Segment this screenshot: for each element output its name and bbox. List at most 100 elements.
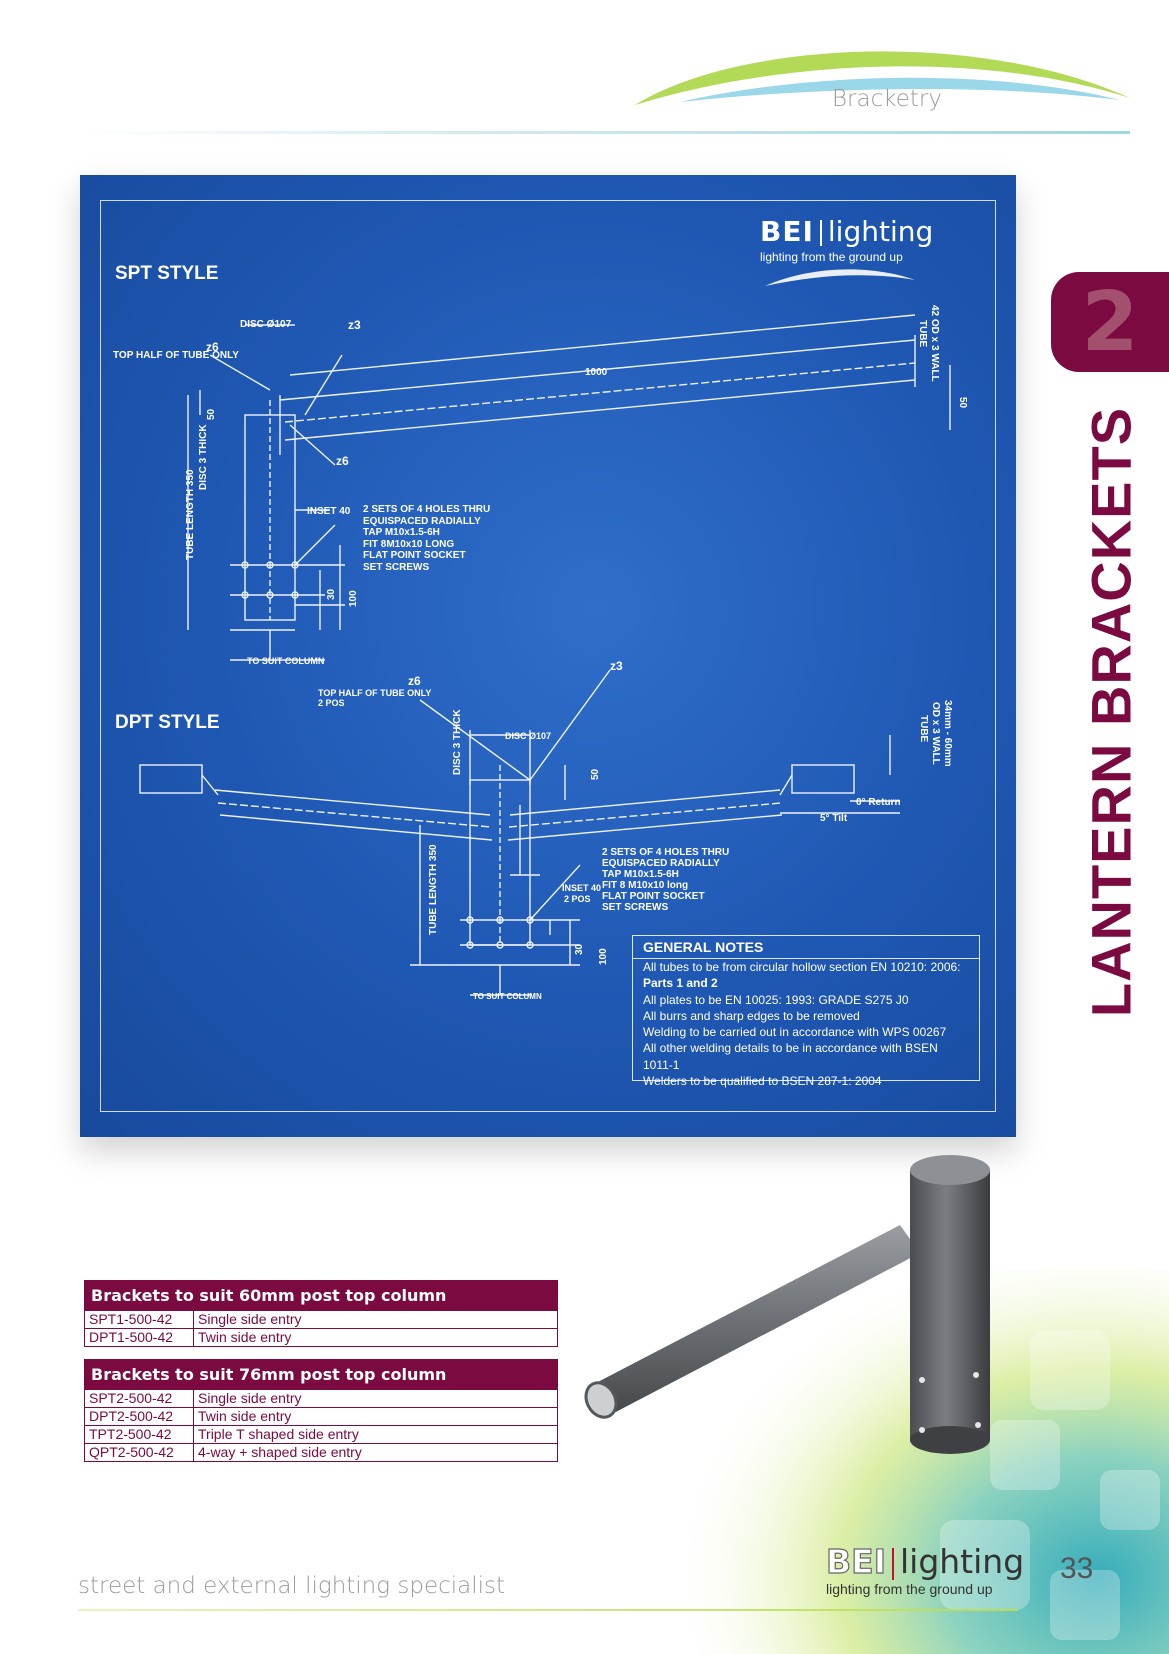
spt-holes-3: TAP M10x1.5-6H bbox=[363, 527, 440, 538]
dpt-holes-3: TAP M10x1.5-6H bbox=[602, 869, 679, 880]
dpt-tube-length-label: TUBE LENGTH 350 bbox=[428, 844, 439, 935]
spt-dim-50a: 50 bbox=[206, 408, 217, 420]
table-60mm-title: Brackets to suit 60mm post top column bbox=[84, 1280, 558, 1311]
dpt-holes-4: FIT 8 M10x10 long bbox=[602, 880, 688, 891]
dpt-top-half-label: TOP HALF OF TUBE ONLY bbox=[318, 688, 431, 698]
general-note-3: All plates to be EN 10025: 1993: GRADE S… bbox=[643, 992, 909, 1007]
logo-word: lighting bbox=[827, 215, 934, 248]
general-note-4: All burrs and sharp edges to be removed bbox=[643, 1008, 860, 1023]
table-76mm: Brackets to suit 76mm post top column SP… bbox=[84, 1359, 558, 1462]
header-divider bbox=[85, 131, 1130, 134]
footer-logo-word: lighting bbox=[899, 1542, 1025, 1581]
spt-z3-label: z3 bbox=[348, 318, 361, 332]
header-swoosh bbox=[635, 51, 1130, 105]
page-number: 33 bbox=[1060, 1552, 1094, 1585]
spt-tube-label: 42 OD x 3 WALL bbox=[929, 305, 940, 382]
product-desc: 4-way + shaped side entry bbox=[193, 1443, 558, 1462]
spt-dim-50b: 50 bbox=[957, 397, 968, 409]
general-note-5: Welding to be carried out in accordance … bbox=[643, 1025, 947, 1040]
product-desc: Twin side entry bbox=[193, 1328, 558, 1347]
spt-tube-length-label: TUBE LENGTH 350 bbox=[185, 469, 196, 560]
product-desc: Single side entry bbox=[193, 1389, 558, 1408]
spt-top-half-label: TOP HALF OF TUBE ONLY bbox=[113, 350, 239, 361]
logo-tagline: lighting from the ground up bbox=[760, 250, 903, 264]
bracket-product-image bbox=[584, 1155, 990, 1454]
dpt-dim-30: 30 bbox=[574, 943, 585, 955]
general-note-6: All other welding details to be in accor… bbox=[643, 1041, 938, 1072]
dpt-holes-2: EQUISPACED RADIALLY bbox=[602, 858, 720, 869]
general-note-2: Parts 1 and 2 bbox=[643, 976, 718, 991]
spt-z6a-label: z6 bbox=[206, 340, 219, 354]
spt-disc-label: DISC Ø107 bbox=[240, 319, 292, 330]
dpt-inset2-label: 2 POS bbox=[564, 894, 591, 904]
dpt-holes-5: FLAT POINT SOCKET bbox=[602, 891, 705, 902]
dpt-disc-label: DISC Ø107 bbox=[505, 731, 551, 741]
dpt-inset-label: INSET 40 bbox=[562, 883, 601, 893]
general-notes-title: GENERAL NOTES bbox=[633, 936, 979, 959]
chapter-number-tab: 2 bbox=[1051, 272, 1169, 372]
product-code: DPT1-500-42 bbox=[84, 1328, 194, 1347]
dpt-tube3-label: TUBE bbox=[918, 715, 929, 743]
spt-holes-5: FLAT POINT SOCKET bbox=[363, 550, 466, 561]
dpt-suit-column: TO SUIT COLUMN bbox=[473, 992, 542, 1001]
general-note-1: All tubes to be from circular hollow sec… bbox=[643, 960, 961, 974]
dpt-tilt-label: 5° Tilt bbox=[820, 813, 848, 824]
product-code: QPT2-500-42 bbox=[84, 1443, 194, 1462]
spt-suit-column: TO SUIT COLUMN bbox=[247, 656, 324, 666]
blueprint-border bbox=[100, 200, 996, 1112]
logo-brand: BEI bbox=[760, 215, 814, 248]
table-60mm: Brackets to suit 60mm post top column SP… bbox=[84, 1280, 558, 1347]
footer-logo-brand: BEI bbox=[825, 1541, 886, 1581]
spt-holes-6: SET SCREWS bbox=[363, 562, 429, 573]
spt-inset-label: INSET 40 bbox=[307, 506, 351, 517]
dpt-dim-100: 100 bbox=[598, 948, 609, 965]
section-title: Bracketry bbox=[832, 86, 942, 112]
dpt-style-label: DPT STYLE bbox=[115, 712, 220, 733]
spt-disc-thick-label: DISC 3 THICK bbox=[198, 424, 209, 490]
product-code: SPT1-500-42 bbox=[84, 1310, 194, 1329]
spt-holes-1: 2 SETS OF 4 HOLES THRU bbox=[363, 504, 490, 515]
dpt-dim-50: 50 bbox=[590, 768, 601, 780]
dpt-z6-label: z6 bbox=[408, 674, 421, 688]
spt-holes-4: FIT 8M10x10 LONG bbox=[363, 539, 454, 550]
product-code: DPT2-500-42 bbox=[84, 1407, 194, 1426]
spt-style-label: SPT STYLE bbox=[115, 263, 219, 284]
footer-divider bbox=[78, 1609, 1018, 1611]
blueprint-lines: DISC Ø107 TOP HALF OF TUBE ONLY z6 z3 z6… bbox=[113, 305, 968, 1001]
logo-swoosh-icon bbox=[765, 269, 915, 286]
dpt-holes-1: 2 SETS OF 4 HOLES THRU bbox=[602, 847, 729, 858]
dpt-z3-label: z3 bbox=[610, 659, 623, 673]
product-code: TPT2-500-42 bbox=[84, 1425, 194, 1444]
dpt-tube2-label: OD x 3 WALL bbox=[930, 702, 941, 765]
dpt-holes-6: SET SCREWS bbox=[602, 902, 668, 913]
spt-dim-30: 30 bbox=[326, 588, 337, 600]
product-desc: Twin side entry bbox=[193, 1407, 558, 1426]
spt-length-label: 1000 bbox=[585, 367, 608, 378]
spt-z6b-label: z6 bbox=[336, 454, 349, 468]
product-desc: Single side entry bbox=[193, 1310, 558, 1329]
blueprint-logo: BEI lighting lighting from the ground up bbox=[760, 215, 933, 293]
footer-logo-tagline: lighting from the ground up bbox=[826, 1581, 993, 1597]
product-code: SPT2-500-42 bbox=[84, 1389, 194, 1408]
spt-tube2-label: TUBE bbox=[917, 320, 928, 348]
dpt-return-label: 0° Return bbox=[856, 797, 901, 808]
dpt-top-half2-label: 2 POS bbox=[318, 698, 345, 708]
product-desc: Triple T shaped side entry bbox=[193, 1425, 558, 1444]
table-76mm-title: Brackets to suit 76mm post top column bbox=[84, 1359, 558, 1390]
spt-dim-100: 100 bbox=[348, 590, 359, 607]
dpt-tube-label: 34mm - 60mm bbox=[942, 700, 953, 767]
general-notes: GENERAL NOTES All tubes to be from circu… bbox=[632, 935, 980, 1088]
footer-tagline: street and external lighting specialist bbox=[78, 1573, 506, 1599]
dpt-disc-thick-label: DISC 3 THICK bbox=[452, 709, 463, 775]
spt-holes-2: EQUISPACED RADIALLY bbox=[363, 516, 481, 527]
footer-logo: BEI lighting lighting from the ground up bbox=[825, 1541, 1025, 1597]
general-note-7: Welders to be qualified to BSEN 287-1: 2… bbox=[643, 1074, 882, 1089]
chapter-title: LANTERN BRACKETS bbox=[1079, 406, 1143, 1018]
